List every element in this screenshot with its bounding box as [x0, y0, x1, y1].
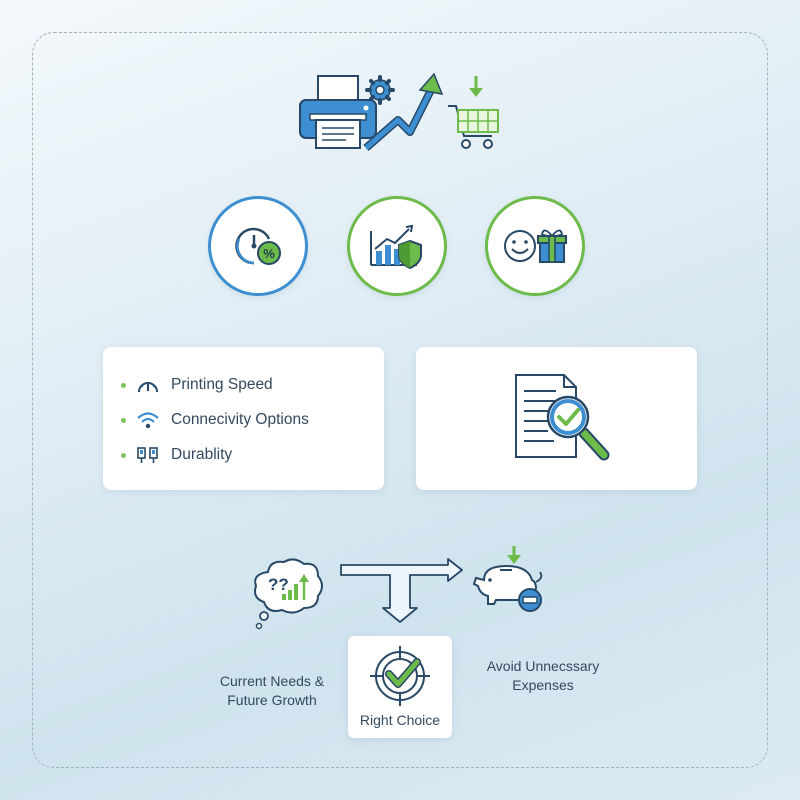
feature-durability: Durablity [121, 445, 232, 465]
plug-icon [136, 445, 160, 465]
printer-icon [299, 75, 377, 149]
right-choice-label: Right Choice [359, 712, 441, 728]
chart-shield-icon [370, 224, 422, 270]
caption-line: Current Needs & [219, 673, 325, 689]
feature-connectivity: Connecivity Options [121, 410, 309, 430]
flow-arrows [338, 556, 468, 626]
feature-label: Durablity [171, 446, 233, 463]
feature-label: Printing Speed [171, 376, 273, 393]
needs-growth-caption: Current Needs & Future Growth [196, 672, 348, 710]
speed-percent-icon: % [235, 227, 281, 265]
review-card [416, 347, 697, 490]
feature-label: Connecivity Options [171, 411, 309, 428]
feature-printing-speed: Printing Speed [121, 375, 273, 395]
svg-text:??: ?? [268, 575, 289, 594]
hero-illustration [296, 70, 506, 154]
bullet-dot [121, 417, 126, 423]
smile-gift-icon [504, 229, 567, 263]
wifi-icon [136, 410, 160, 430]
thought-bubble-icon: ?? [248, 556, 328, 632]
target-check-icon [370, 646, 430, 706]
bullet-dot [121, 452, 126, 458]
gear-icon [365, 75, 395, 105]
bullet-dot [121, 382, 126, 388]
avoid-expenses-caption: Avoid Unnecssary Expenses [458, 657, 628, 695]
document-magnifier-icon [515, 374, 610, 461]
piggy-bank-icon [470, 542, 552, 620]
features-card: Printing Speed Connecivity Options Durab… [103, 347, 384, 490]
gauge-icon [136, 375, 160, 395]
growth-arrow-icon [363, 72, 444, 152]
dashed-frame [32, 32, 768, 768]
svg-text:%: % [263, 246, 275, 261]
right-choice-card: Right Choice [348, 636, 452, 738]
caption-line: Future Growth [227, 691, 317, 708]
caption-line: Expenses [512, 676, 574, 693]
caption-line: Avoid Unnecssary [486, 658, 600, 674]
growth-protection-circle [347, 196, 447, 296]
shopping-cart-icon [448, 76, 499, 149]
satisfaction-circle [485, 196, 585, 296]
speed-savings-circle: % [208, 196, 308, 296]
